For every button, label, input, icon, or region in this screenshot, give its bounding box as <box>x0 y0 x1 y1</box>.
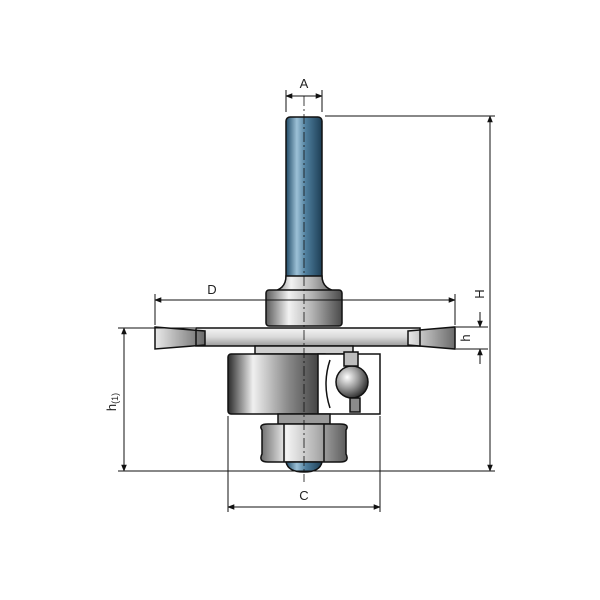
dimension-h1: h(1) <box>104 327 195 472</box>
dimension-total-height-label: H <box>472 289 487 298</box>
dimension-h1-label: h(1) <box>104 393 120 411</box>
bearing <box>227 353 329 415</box>
left-carbide-tip <box>154 326 206 350</box>
dimension-total-height: H <box>118 115 495 472</box>
dimension-cutting-height-label: h <box>458 334 473 341</box>
dimension-d-label: D <box>207 282 216 297</box>
dimension-c: C <box>227 416 381 512</box>
cutter-disk <box>195 327 421 347</box>
threaded-end <box>285 461 323 473</box>
dimension-a-label: A <box>300 76 309 91</box>
dimension-a: A <box>285 76 323 112</box>
dimension-d: D <box>154 282 456 325</box>
right-carbide-tip <box>407 326 456 350</box>
dimension-cutting-height: h <box>456 312 488 364</box>
lock-ball <box>335 365 369 399</box>
dimension-c-label: C <box>299 488 308 503</box>
lock-screw <box>343 351 359 367</box>
